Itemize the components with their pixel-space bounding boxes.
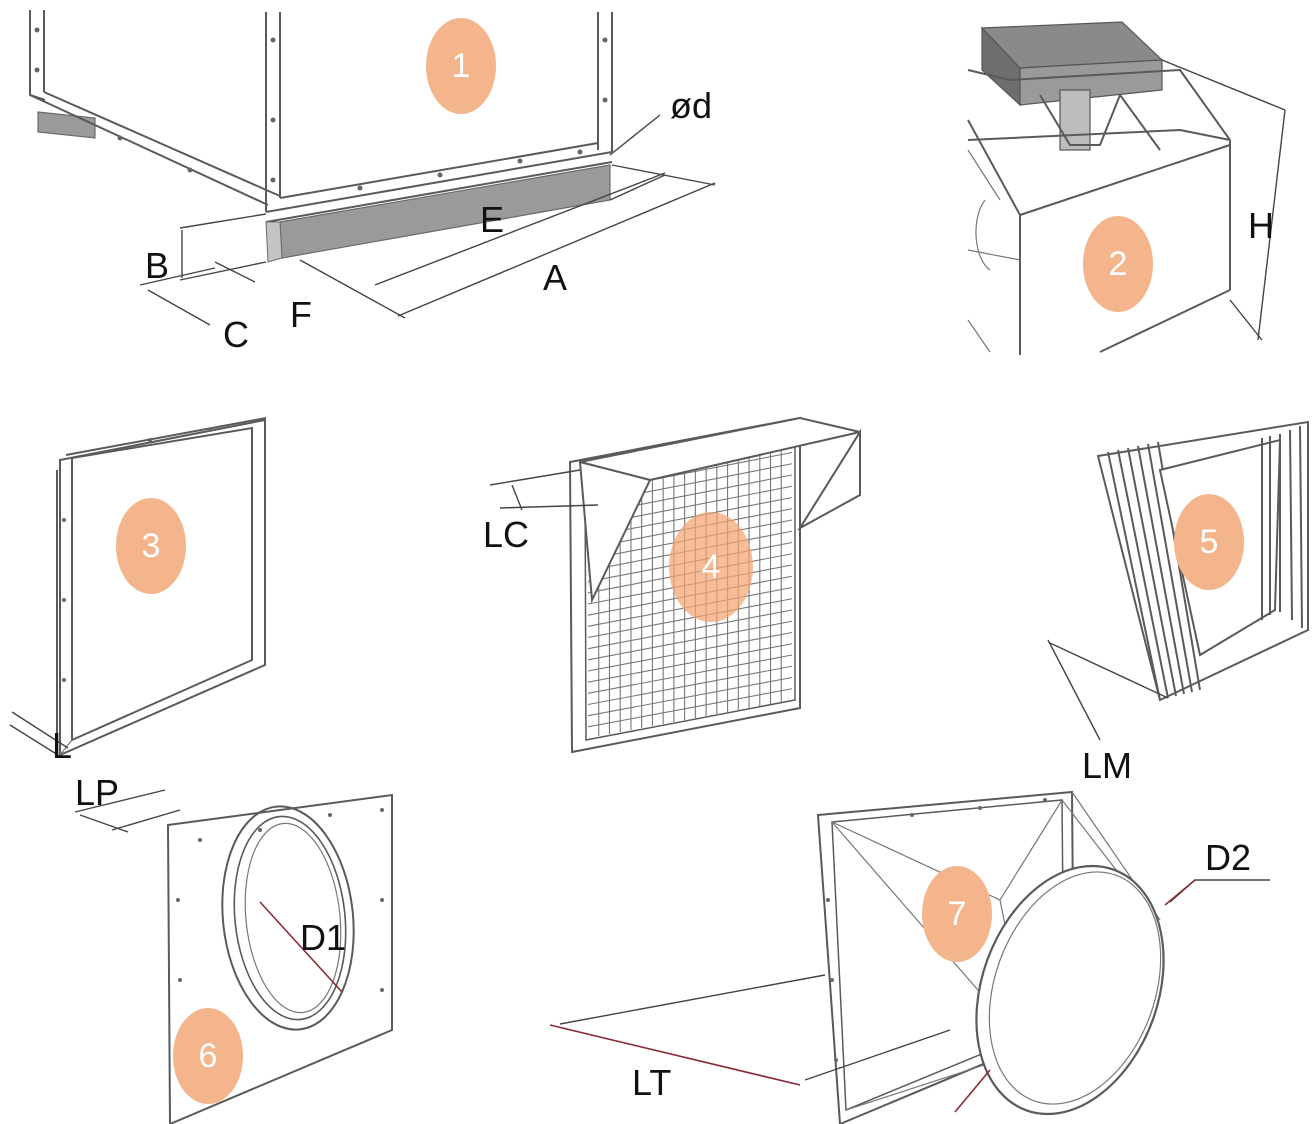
badge-6: 6 [173, 1008, 243, 1104]
hood-grid-line [587, 654, 793, 694]
badge-4: 4 [669, 512, 753, 622]
badge-7: 7 [922, 866, 992, 962]
hood-grid-line [587, 631, 793, 672]
dim-label-lm: LM [1082, 745, 1132, 786]
dim-label-l: L [52, 725, 72, 766]
part-4-rain-hood [489, 416, 861, 754]
badge-2-number: 2 [1109, 245, 1128, 283]
hood-grid-line [587, 609, 793, 650]
dim-label-c: C [223, 314, 249, 355]
dim-label-lt: LT [632, 1062, 671, 1103]
badge-3: 3 [116, 498, 186, 594]
badge-4-number: 4 [702, 548, 721, 586]
badge-5: 5 [1174, 494, 1244, 590]
dim-label-b: B [145, 245, 169, 286]
hood-grid-line [587, 688, 793, 728]
dim-label-e: E [480, 199, 504, 240]
hood-grid-line [587, 620, 793, 661]
dim-label-od: ød [670, 85, 712, 126]
hood-grid-line [587, 665, 793, 706]
dim-label-lp: LP [75, 772, 119, 813]
hood-grid-line [587, 598, 793, 639]
dim-label-d2: D2 [1205, 837, 1251, 878]
part-1-base-frame [29, 10, 716, 326]
badge-6-number: 6 [199, 1037, 218, 1075]
dim-label-f: F [290, 294, 312, 335]
badge-3-number: 3 [142, 527, 161, 565]
part-2-fan-section [967, 21, 1286, 355]
badge-5-number: 5 [1200, 523, 1219, 561]
badge-1: 1 [426, 18, 496, 114]
hood-grid-line [587, 676, 793, 717]
part-5-bellows [1047, 420, 1309, 741]
dim-label-h: H [1248, 205, 1274, 246]
badge-2: 2 [1083, 216, 1153, 312]
dim-label-a: A [543, 257, 567, 298]
hood-grid-line [587, 643, 793, 683]
dim-label-d1: D1 [300, 917, 346, 958]
badge-1-number: 1 [452, 47, 471, 85]
dim-label-lc: LC [483, 514, 529, 555]
badge-7-number: 7 [948, 895, 967, 933]
